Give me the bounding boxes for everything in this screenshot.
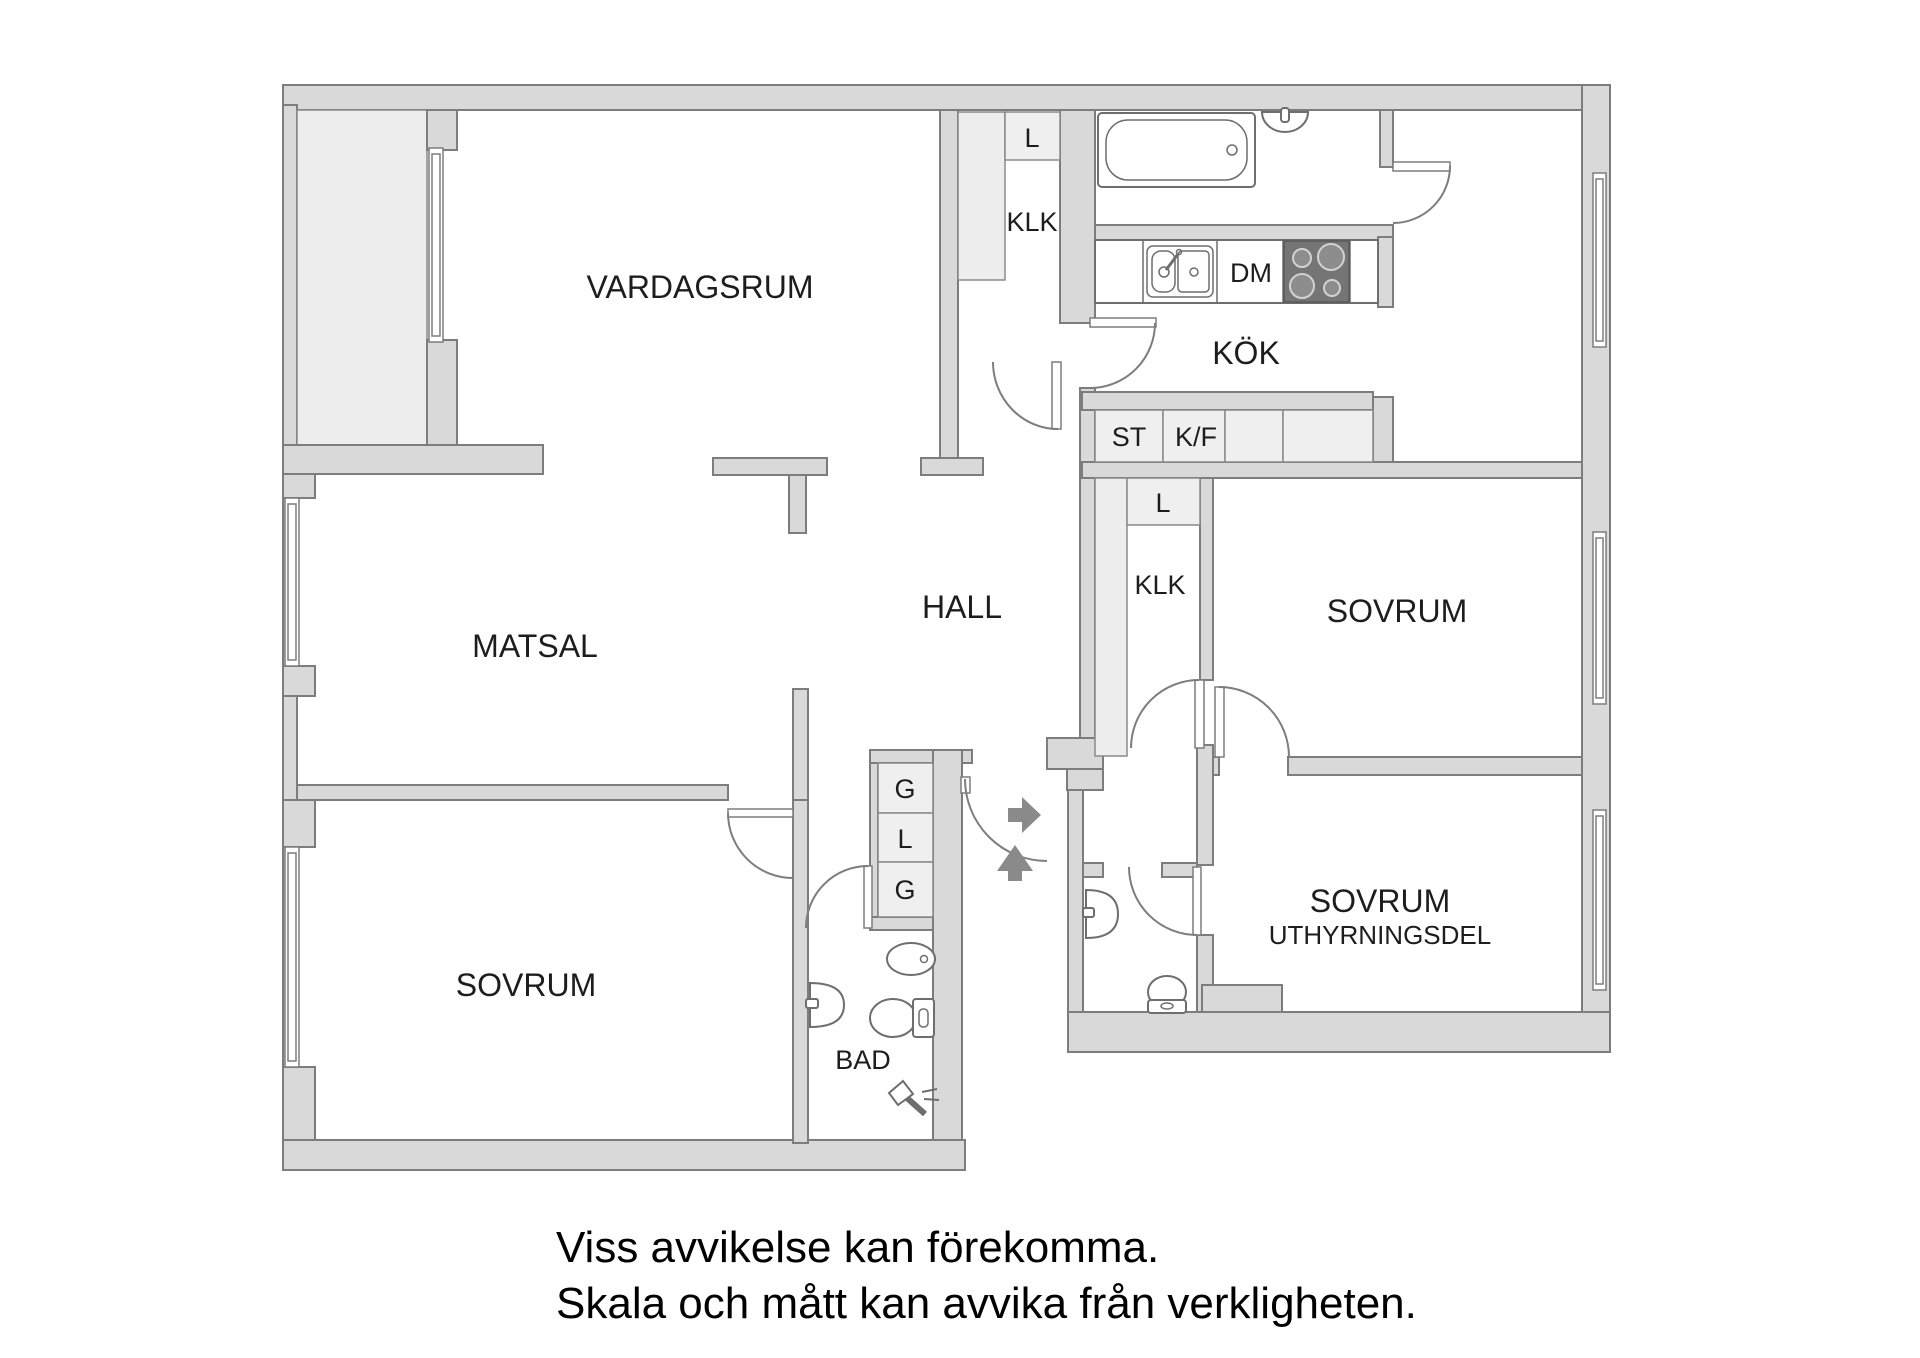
- door-badrum-kok: [1392, 161, 1451, 224]
- closet-kf: [1162, 409, 1226, 463]
- kitchen-sink-icon: [1146, 245, 1214, 298]
- room-label-matsal: MATSAL: [472, 628, 598, 664]
- closet-label-l-low: L: [897, 824, 912, 854]
- wc-corner-sink-icon: [1082, 888, 1120, 940]
- window-uthyrningsdel: [1592, 809, 1607, 991]
- window-sovrum-left: [284, 846, 300, 1068]
- door-klk-top: [992, 361, 1062, 430]
- door-sovrum-left: [727, 808, 794, 879]
- bad-washbasin-icon: [886, 942, 936, 976]
- window-sovrum-right: [1592, 531, 1607, 705]
- wardrobe-strip-mid: [1094, 477, 1128, 757]
- disclaimer: Viss avvikelse kan förekomma. Skala och …: [556, 1223, 1417, 1328]
- disclaimer-line1: Viss avvikelse kan förekomma.: [556, 1223, 1159, 1272]
- room-label-hall: HALL: [922, 589, 1002, 625]
- closet-l-low: [877, 812, 934, 863]
- bad-pedestal-sink-icon: [805, 981, 846, 1029]
- balcony-area: [296, 109, 428, 446]
- wc-toilet-icon: [1147, 975, 1187, 1014]
- fixtures: [805, 107, 1379, 1117]
- closet-boxes: [877, 111, 1374, 918]
- room-label-uthyrningsdel: UTHYRNINGSDEL: [1269, 920, 1491, 950]
- bathtub-icon: [1097, 112, 1256, 188]
- window-balcony: [428, 147, 444, 343]
- closet-label-g2: G: [894, 875, 915, 905]
- disclaimer-line2: Skala och mått kan avvika från verklighe…: [556, 1279, 1417, 1328]
- window-matsal: [284, 497, 300, 667]
- window-kok-east: [1592, 172, 1607, 348]
- room-label-sovrum-uthyrning: SOVRUM: [1310, 883, 1450, 919]
- windows: [284, 147, 1607, 1068]
- room-label-vardagsrum: VARDAGSRUM: [587, 269, 814, 305]
- closet-blank-1: [1224, 409, 1284, 463]
- kitchen-counter: [1094, 239, 1379, 304]
- doors: [727, 161, 1451, 936]
- arrow-right-icon: [1008, 797, 1041, 833]
- wardrobe-strip-top: [957, 111, 1006, 281]
- walls: [282, 84, 1611, 1171]
- washbasin-icon: [1260, 107, 1310, 133]
- room-label-klk-top: KLK: [1006, 207, 1057, 237]
- door-uthyrningsdel: [1128, 866, 1202, 936]
- closet-l-mid: [1126, 477, 1201, 526]
- closet-label-kf: K/F: [1175, 422, 1217, 452]
- bad-toilet-icon: [869, 998, 935, 1038]
- door-sovrum-right: [1214, 686, 1290, 758]
- closet-label-l-mid: L: [1155, 488, 1170, 518]
- closet-l-top: [1004, 111, 1061, 161]
- shower-mixer-icon: [887, 1079, 940, 1117]
- closet-label-st: ST: [1112, 422, 1147, 452]
- room-label-klk-mid: KLK: [1134, 570, 1185, 600]
- door-bad: [805, 865, 873, 929]
- arrow-up-icon: [997, 845, 1033, 881]
- closet-blank-2: [1282, 409, 1374, 463]
- door-kok: [1089, 317, 1157, 389]
- closet-g2: [877, 861, 934, 918]
- door-entrance: [960, 776, 1048, 862]
- entrance-arrows: [997, 797, 1041, 881]
- closet-label-l-top: L: [1024, 123, 1039, 153]
- closet-label-g1: G: [894, 774, 915, 804]
- labels: VARDAGSRUM MATSAL HALL KÖK KLK KLK SOVRU…: [456, 123, 1491, 1075]
- appliance-label-dm: DM: [1230, 258, 1272, 288]
- room-label-kok: KÖK: [1212, 335, 1280, 371]
- room-label-sovrum-right: SOVRUM: [1327, 593, 1467, 629]
- stove-icon: [1283, 240, 1350, 303]
- closet-g1: [877, 762, 934, 814]
- door-klk-mid: [1130, 679, 1205, 749]
- room-label-sovrum-left: SOVRUM: [456, 967, 596, 1003]
- room-label-bad: BAD: [835, 1045, 891, 1075]
